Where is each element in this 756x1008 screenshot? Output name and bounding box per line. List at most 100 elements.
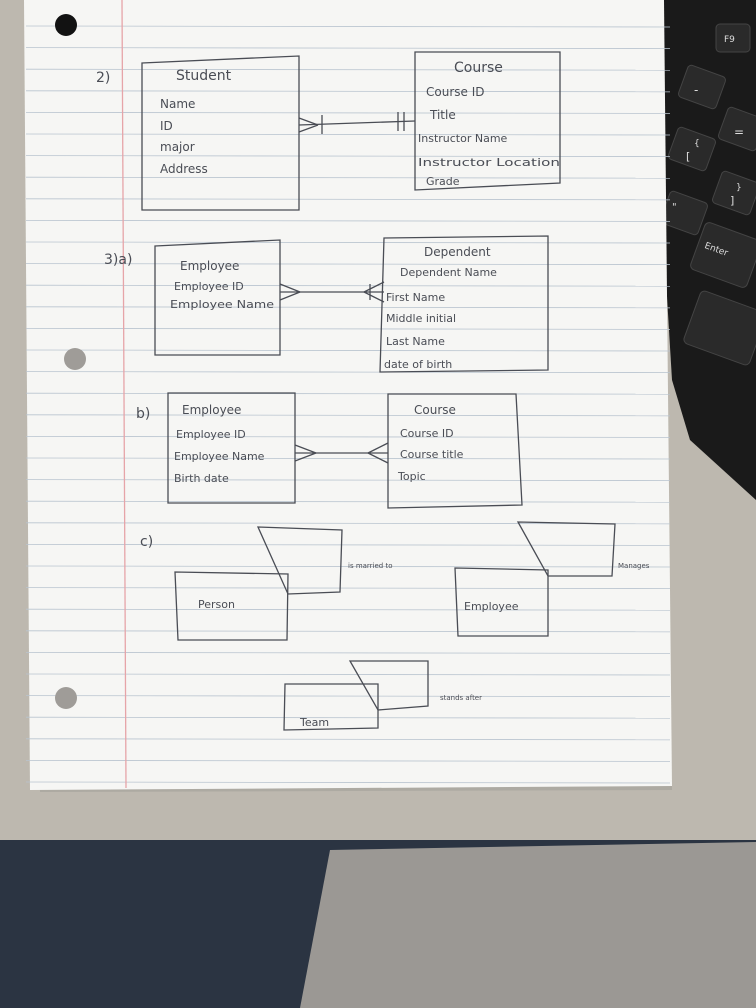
q3b-employee-entity: Employee Employee ID Employee Name Birth… [167, 392, 296, 504]
binder-hole-top [55, 14, 77, 36]
rule-line [25, 349, 671, 352]
q3c-employee-entity: Employee Manages [454, 521, 650, 637]
rule-line [25, 760, 671, 762]
rule-line [25, 112, 671, 114]
rule-line [25, 695, 671, 697]
key-quote-label: " [672, 202, 677, 213]
rule-line [25, 263, 671, 266]
q3c-team-label: Team [299, 716, 329, 729]
q3a-dependent-attr: Middle initial [386, 312, 456, 325]
q3a-employee-title: Employee [180, 259, 239, 273]
q3a-dependent-entity: Dependent Dependent Name First Name Midd… [379, 235, 549, 373]
key-equals-label: = [734, 125, 744, 139]
q3b-employee-attr: Employee Name [174, 450, 265, 463]
floor-patch [300, 842, 756, 1008]
q2-student-attr: Address [160, 162, 208, 176]
q2-relationship-line [298, 112, 416, 134]
q3b-course-attr: Course title [400, 448, 464, 461]
rule-line [25, 565, 671, 568]
q3b-employee-attr: Birth date [174, 472, 229, 485]
rule-line [25, 479, 671, 482]
key-brace-close-label: } [736, 183, 742, 193]
q2-diagram: 2) Student Name ID major Address Course … [96, 51, 561, 211]
key-enter [690, 222, 756, 288]
key-f9 [715, 23, 751, 53]
q3b-employee-attr: Employee ID [176, 428, 246, 441]
q2-student-attr: Name [160, 97, 195, 111]
rule-line [25, 673, 671, 676]
q2-student-box [141, 55, 300, 211]
q3c-person-box [174, 571, 289, 641]
q3c-person-rel-label: is married to [348, 562, 393, 570]
key-bracket-close [712, 170, 756, 216]
q2-course-attr: Instructor Location [418, 156, 560, 169]
rule-line [25, 781, 671, 784]
rule-line [25, 435, 671, 438]
q3b-label: b) [136, 406, 150, 422]
q3a-dependent-title: Dependent [424, 245, 491, 259]
q3a-dependent-attr: First Name [386, 291, 445, 304]
q2-course-attr: Instructor Name [418, 132, 508, 145]
rule-line [25, 306, 671, 309]
q2-course-attr: Title [429, 108, 456, 122]
rule-line [25, 392, 671, 395]
rule-line [25, 522, 671, 525]
binder-hole-middle [64, 348, 86, 370]
key-equals [718, 106, 756, 152]
rule-line [25, 738, 671, 741]
q3c-label: c) [140, 534, 153, 550]
rule-line [25, 414, 671, 417]
q3b-course-title: Course [414, 403, 456, 417]
q3c-team-recursive-box [348, 660, 429, 711]
q3c-person-entity: Person is married to [174, 526, 393, 641]
key-brace-open-label: { [694, 139, 700, 149]
q2-course-box [414, 51, 561, 191]
rule-line [25, 284, 671, 287]
q2-course-title: Course [454, 60, 503, 76]
q2-student-title: Student [176, 68, 232, 84]
q3c-employee-rel-label: Manages [618, 562, 650, 570]
rule-line [25, 25, 671, 28]
rule-line [25, 608, 671, 611]
key-minus-label: - [694, 83, 698, 97]
q3b-course-attr: Course ID [400, 427, 454, 440]
binder-hole-bottom [55, 687, 77, 709]
rule-line [25, 133, 671, 136]
q3c-employee-recursive-box [516, 521, 616, 577]
q3a-employee-entity: Employee Employee ID Employee Name [154, 239, 281, 356]
rule-line [25, 544, 671, 546]
key-bracket-open [668, 126, 716, 172]
rule-line [25, 241, 671, 244]
q3b-relationship-line [294, 442, 389, 464]
q3a-diagram: 3)a) Employee Employee ID Employee Name … [104, 235, 549, 373]
q3b-course-box [387, 393, 523, 509]
rule-line [25, 198, 671, 201]
q3b-employee-title: Employee [182, 403, 241, 417]
q3c-diagram: c) Person is married to Employee Manages… [140, 521, 650, 731]
q3b-course-attr: Topic [397, 470, 426, 483]
rule-line [25, 371, 671, 374]
q3a-employee-attr: Employee ID [174, 280, 244, 293]
rule-line [25, 155, 671, 158]
q3c-person-recursive-box [256, 526, 343, 595]
q3c-employee-box [454, 567, 549, 637]
rule-line [25, 219, 671, 222]
key-bracket-open-label: [ [686, 150, 690, 163]
q2-course-attr: Grade [426, 175, 460, 188]
q2-student-attr: major [160, 140, 195, 154]
margin-line [121, 0, 127, 789]
q3b-employee-box [167, 392, 296, 504]
q3a-employee-box [154, 239, 281, 356]
rule-line [25, 68, 671, 71]
rule-line [25, 630, 671, 633]
rule-line [25, 90, 671, 93]
q3a-dependent-box [379, 235, 549, 373]
q3a-employee-attr: Employee Name [170, 298, 274, 311]
q2-course-entity: Course Course ID Title Instructor Name I… [414, 51, 561, 191]
rule-line [25, 457, 671, 460]
q2-student-attr: ID [160, 119, 173, 133]
rule-line [25, 327, 671, 330]
rule-line [25, 176, 671, 179]
q3a-dependent-attr: Dependent Name [400, 266, 497, 279]
